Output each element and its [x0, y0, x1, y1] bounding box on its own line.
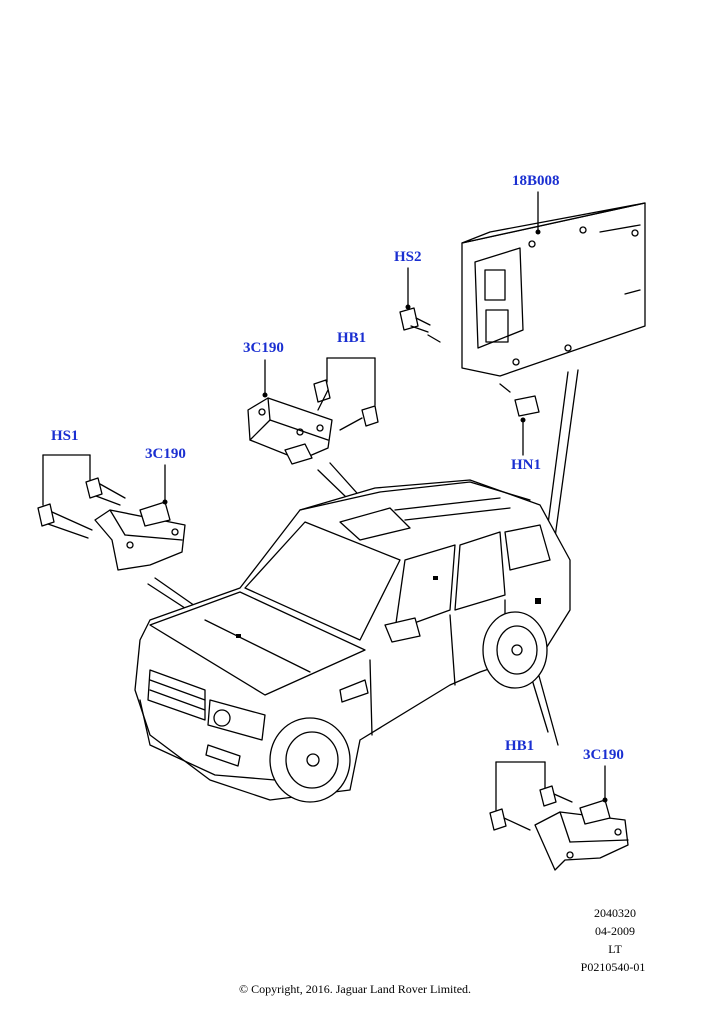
callout-hs2[interactable]: HS2: [394, 249, 422, 265]
copyright-notice: © Copyright, 2016. Jaguar Land Rover Lim…: [238, 982, 472, 996]
callout-hb1-lower[interactable]: HB1: [505, 738, 535, 754]
ref-date: 04-2009: [595, 924, 635, 938]
screws-hb1-lower[interactable]: [489, 761, 573, 831]
callout-3c190-left[interactable]: 3C190: [145, 446, 186, 462]
callout-hs1[interactable]: HS1: [51, 428, 79, 444]
bracket-upper[interactable]: [247, 397, 333, 465]
screws-hb1-upper[interactable]: [313, 357, 379, 431]
callout-hb1-upper[interactable]: HB1: [337, 330, 367, 346]
callout-18b008[interactable]: 18B008: [512, 173, 560, 189]
bracket-lower[interactable]: [534, 799, 629, 871]
callout-3c190-upper[interactable]: 3C190: [243, 340, 284, 356]
screw-hs2[interactable]: [399, 267, 441, 343]
ref-code: LT: [608, 942, 622, 956]
nut-hn1[interactable]: [499, 383, 540, 456]
ref-number: 2040320: [594, 906, 636, 920]
vehicle: [134, 479, 571, 803]
figure-reference: P0210540-01: [580, 960, 646, 974]
callout-3c190-lower[interactable]: 3C190: [583, 747, 624, 763]
control-module[interactable]: [461, 202, 646, 377]
screws-hs1[interactable]: [37, 454, 126, 539]
callout-hn1[interactable]: HN1: [511, 457, 541, 473]
bracket-left[interactable]: [94, 501, 186, 571]
